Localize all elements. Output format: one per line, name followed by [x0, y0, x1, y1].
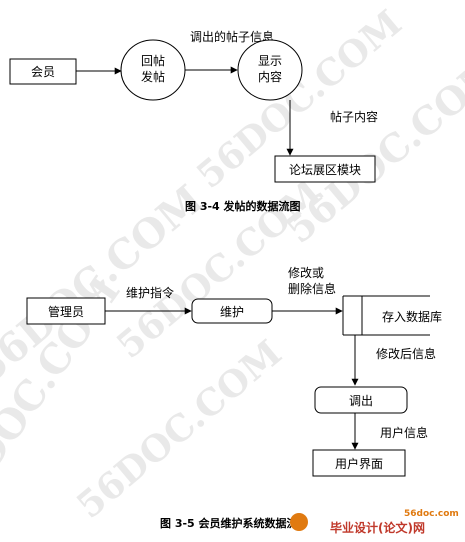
user-interface-entity	[312, 449, 406, 477]
forum-module-label: 论坛展区模块	[289, 163, 361, 177]
admin-entity	[26, 297, 106, 325]
maintain-label: 维护	[220, 305, 244, 319]
database-store	[342, 295, 430, 336]
store-database-label: 存入数据库	[382, 309, 442, 324]
label-maintain-cmd: 维护指令	[126, 285, 174, 300]
figure-3-4: 会员 回帖 发帖 调出的帖子信息 显示 内容 帖子内容 论坛展区模块 图 3-4…	[9, 29, 378, 213]
member-label: 会员	[31, 65, 55, 79]
logo-emblem-icon	[290, 513, 308, 531]
label-post-content: 帖子内容	[330, 109, 378, 124]
footer-logo: 56doc.com 毕业设计(论文)网	[290, 509, 459, 535]
fetch-process	[314, 386, 408, 414]
figure-3-5-caption: 图 3-5 会员维护系统数据流	[160, 516, 298, 530]
label-modify-2: 删除信息	[288, 281, 336, 296]
figure-3-4-caption: 图 3-4 发帖的数据流图	[185, 199, 301, 213]
admin-label: 管理员	[48, 304, 84, 319]
figure-3-5: 管理员 维护指令 维护 修改或 删除信息 存入数据库 修改后信息 调出 用户信息…	[26, 265, 442, 530]
label-modified-info: 修改后信息	[376, 346, 436, 361]
reply-post-label-1: 回帖	[141, 53, 165, 68]
footer-site: 56doc.com	[404, 509, 459, 519]
display-content-label-2: 内容	[258, 69, 282, 84]
watermark-6: 56DOC.COM	[69, 332, 290, 527]
display-content-process	[237, 39, 303, 101]
fetch-label: 调出	[349, 394, 373, 408]
user-interface-label: 用户界面	[335, 456, 383, 471]
forum-module-entity	[274, 155, 376, 183]
display-content-label-1: 显示	[258, 54, 282, 68]
label-user-info: 用户信息	[380, 425, 428, 440]
footer-brand: 毕业设计(论文)网	[330, 520, 425, 535]
reply-post-label-2: 发帖	[141, 69, 165, 84]
label-fetch-post-info: 调出的帖子信息	[190, 29, 274, 44]
label-modify-1: 修改或	[288, 265, 324, 280]
